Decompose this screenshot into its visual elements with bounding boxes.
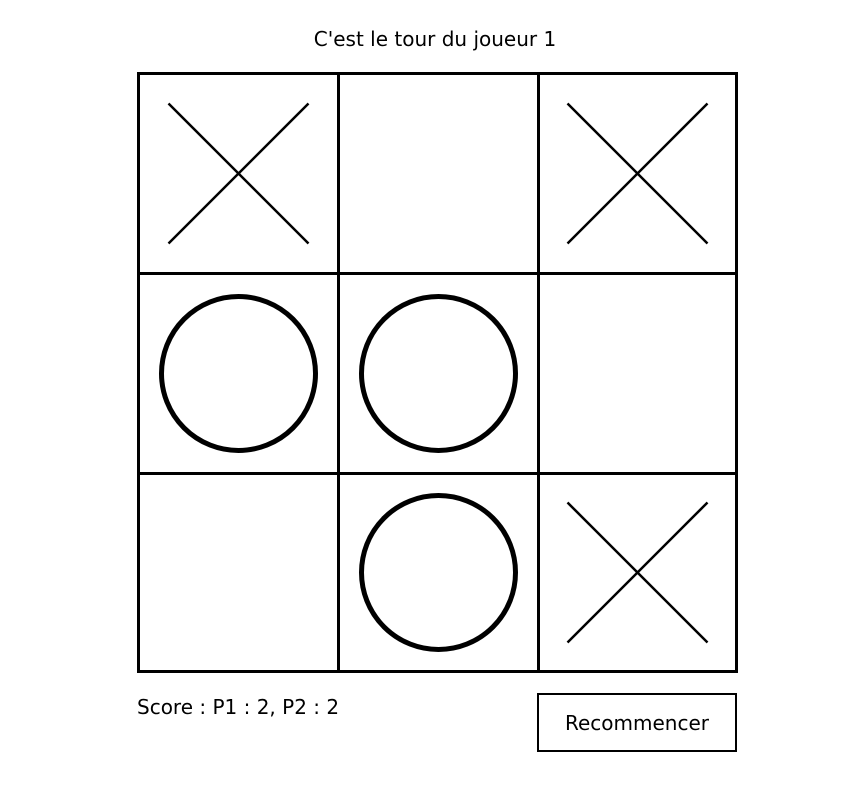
- board-cell-3-3[interactable]: [540, 475, 735, 670]
- board-cell-3-1[interactable]: [140, 475, 340, 670]
- board-cell-1-3[interactable]: [540, 75, 735, 275]
- o-mark-icon: [359, 294, 518, 453]
- x-mark-icon: [566, 102, 709, 245]
- restart-button[interactable]: Recommencer: [537, 693, 737, 752]
- x-mark-icon: [167, 102, 310, 245]
- x-mark-icon: [566, 501, 709, 644]
- board-cell-1-1[interactable]: [140, 75, 340, 275]
- board-cell-1-2[interactable]: [340, 75, 540, 275]
- board-cell-2-3[interactable]: [540, 275, 735, 475]
- board-cell-3-2[interactable]: [340, 475, 540, 670]
- turn-status: C'est le tour du joueur 1: [313, 27, 557, 51]
- score-display: Score : P1 : 2, P2 : 2: [137, 695, 340, 719]
- board-cell-2-2[interactable]: [340, 275, 540, 475]
- board-cell-2-1[interactable]: [140, 275, 340, 475]
- o-mark-icon: [159, 294, 318, 453]
- game-board: [137, 72, 738, 673]
- o-mark-icon: [359, 493, 518, 652]
